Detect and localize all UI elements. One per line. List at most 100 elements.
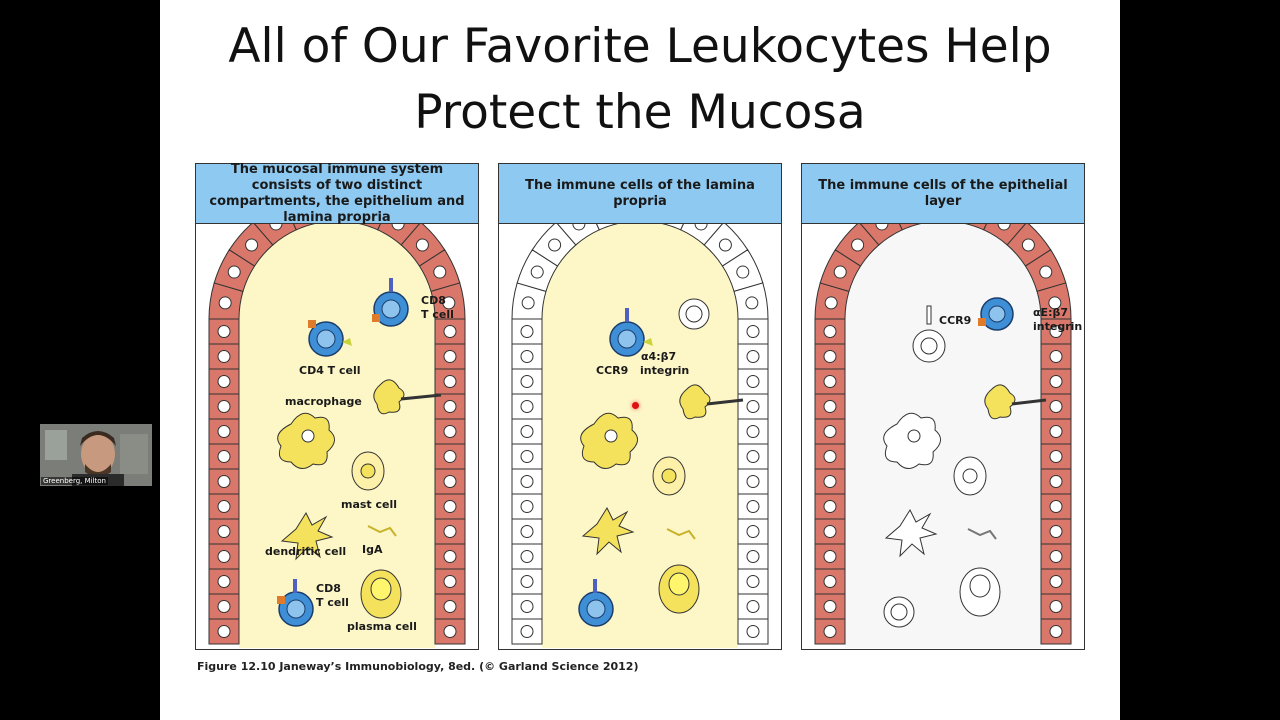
title-line-1: All of Our Favorite Leukocytes Help (228, 19, 1052, 74)
cell-nucleus (1049, 600, 1063, 613)
cell-nucleus (746, 400, 760, 413)
cell-nucleus (823, 600, 837, 613)
t-cell-ccr9 (609, 308, 653, 357)
epithelial-cell (358, 224, 381, 231)
epithelial-cell (964, 224, 987, 231)
webcam-thumbnail[interactable]: Greenberg, Milton (40, 424, 152, 486)
t-cell-bottom (578, 579, 614, 627)
cell-nucleus (520, 575, 534, 588)
label-dendritic: dendritic cell (265, 545, 346, 558)
cell-nucleus (443, 550, 457, 563)
iga-molecule (967, 528, 997, 540)
slide: All of Our Favorite Leukocytes Help Prot… (160, 0, 1120, 720)
label-tcell-top: T cell (421, 308, 454, 321)
cell-nucleus (823, 500, 837, 513)
label-iga: IgA (362, 543, 383, 556)
cell-nucleus (1049, 575, 1063, 588)
cell-nucleus (1049, 425, 1063, 438)
cell-nucleus (443, 450, 457, 463)
cell-nucleus (746, 500, 760, 513)
cell-nucleus (415, 238, 429, 252)
cell-nucleus (217, 375, 231, 388)
label-a4b7: α4:β7 (641, 350, 676, 363)
cell-nucleus (823, 350, 837, 363)
epithelial-cell (983, 224, 1026, 246)
cell-nucleus (823, 450, 837, 463)
macrophage-cell (277, 412, 335, 469)
cell-nucleus (746, 550, 760, 563)
cell-nucleus (694, 224, 708, 231)
cell-nucleus (218, 296, 232, 310)
cell-nucleus (520, 400, 534, 413)
cell-nucleus (217, 400, 231, 413)
lamina-propria (845, 224, 1041, 648)
iga-molecule (367, 525, 397, 537)
epithelial-cell (434, 593, 466, 620)
epithelial-cell (377, 224, 420, 246)
macrophage-outline (883, 412, 941, 469)
label-integrin: integrin (640, 364, 689, 377)
panel-lamina-propria: The immune cells of the lamina propria (498, 163, 782, 650)
cell-nucleus (1049, 350, 1063, 363)
plasma-cell (658, 564, 700, 614)
label-aeb7: αE:β7 (1033, 306, 1068, 319)
cell-nucleus (746, 375, 760, 388)
epithelial-cell (557, 224, 600, 246)
cell-nucleus (746, 525, 760, 538)
epithelial-cell (293, 224, 316, 231)
panel-header: The immune cells of the lamina propria (499, 164, 781, 224)
cell-nucleus (718, 238, 732, 252)
cell-nucleus (823, 425, 837, 438)
cell-nucleus (746, 575, 760, 588)
cell-nucleus (548, 238, 562, 252)
cell-nucleus (823, 625, 837, 638)
cell-nucleus (391, 224, 405, 231)
cell-nucleus (520, 600, 534, 613)
cell-nucleus (1021, 238, 1035, 252)
cell-nucleus (824, 296, 838, 310)
cell-nucleus (823, 475, 837, 488)
cell-nucleus (217, 600, 231, 613)
label-cd4: CD4 T cell (299, 364, 361, 377)
dendritic-cell-epithelial (373, 379, 442, 415)
cell-nucleus (823, 375, 837, 388)
label-mast: mast cell (341, 498, 397, 511)
dendritic-cell (581, 506, 635, 556)
cell-nucleus (520, 350, 534, 363)
cell-nucleus (443, 400, 457, 413)
plasma-cell-outline (959, 567, 1001, 617)
cell-nucleus (433, 265, 447, 279)
cd8-t-cell-top (372, 278, 409, 327)
cell-nucleus (823, 550, 837, 563)
villus-epithelium (814, 224, 1072, 648)
cell-nucleus (875, 224, 889, 231)
cell-nucleus (1049, 550, 1063, 563)
cell-nucleus (746, 450, 760, 463)
cell-nucleus (746, 350, 760, 363)
iga-molecule (666, 528, 696, 540)
cell-nucleus (1049, 375, 1063, 388)
cell-nucleus (520, 500, 534, 513)
cell-nucleus (520, 625, 534, 638)
label-macrophage: macrophage (285, 395, 362, 408)
t-cell-ae-b7 (978, 297, 1014, 331)
cell-nucleus (520, 325, 534, 338)
cell-nucleus (442, 296, 456, 310)
macrophage-cell (580, 412, 638, 469)
cell-nucleus (746, 625, 760, 638)
mast-cell (351, 451, 385, 491)
cell-nucleus (997, 224, 1011, 231)
cell-nucleus (443, 425, 457, 438)
laser-pointer (632, 402, 639, 409)
cell-nucleus (572, 224, 586, 231)
cell-nucleus (520, 375, 534, 388)
cell-nucleus (217, 575, 231, 588)
epithelial-cell (511, 393, 543, 420)
cell-nucleus (443, 500, 457, 513)
mast-cell (652, 456, 686, 496)
cell-nucleus (520, 450, 534, 463)
cell-nucleus (443, 325, 457, 338)
cell-nucleus (1049, 525, 1063, 538)
cell-nucleus (443, 600, 457, 613)
epithelial-cell (254, 224, 297, 246)
